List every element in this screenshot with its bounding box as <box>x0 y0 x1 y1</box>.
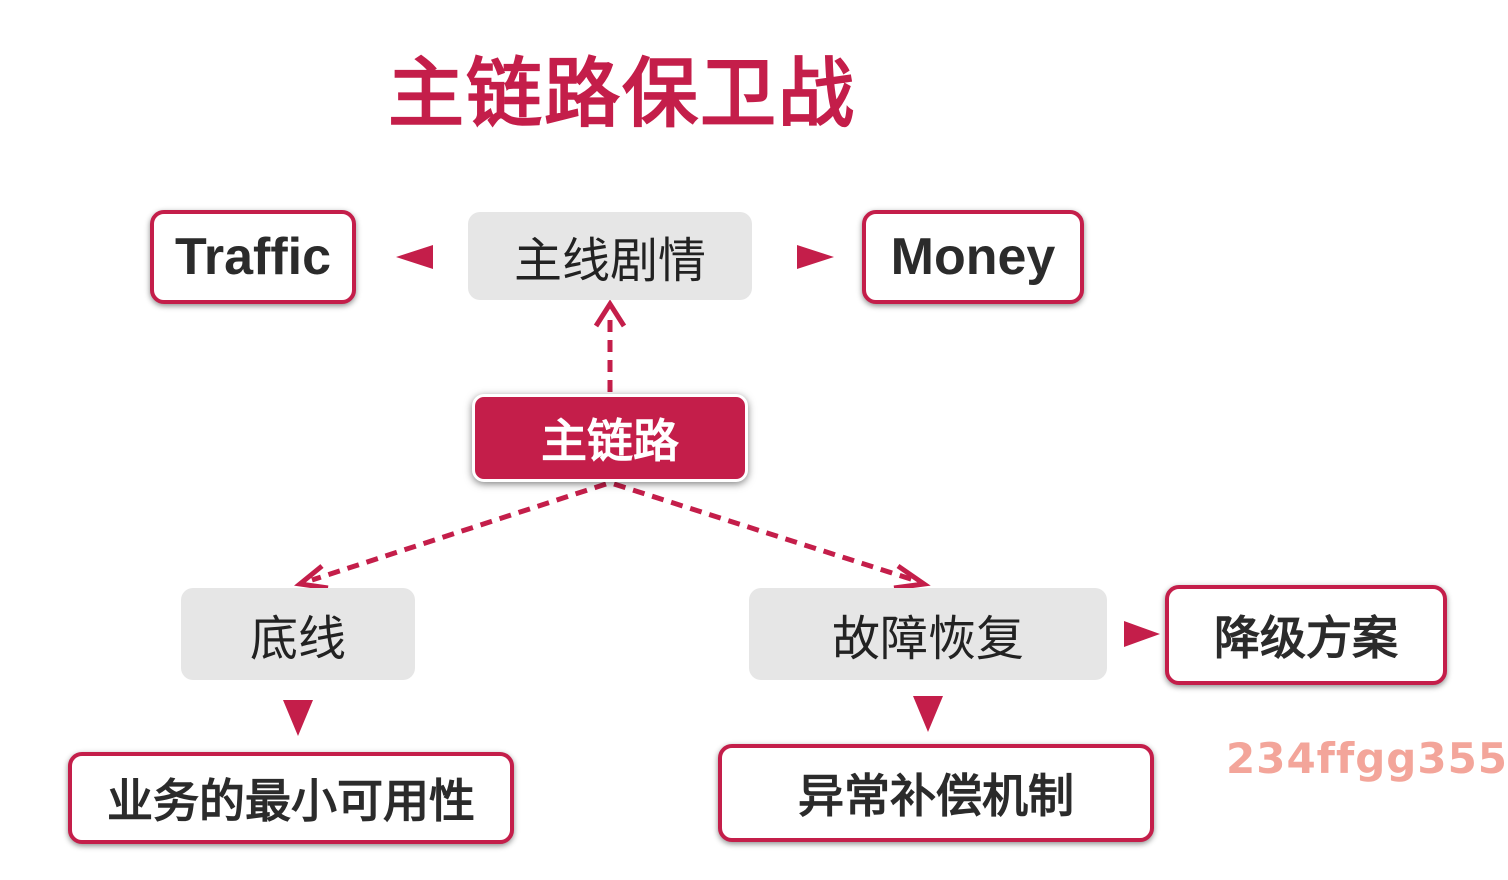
arrow-center-to-baseline <box>294 481 607 591</box>
node-traffic: Traffic <box>150 210 356 304</box>
node-degrade-plan: 降级方案 <box>1165 585 1447 685</box>
arrow-baseline-to-mvp <box>278 680 318 748</box>
node-storyline: 主线剧情 <box>468 212 752 300</box>
node-minimum-viability: 业务的最小可用性 <box>68 752 514 844</box>
arrow-to-traffic <box>384 240 450 274</box>
node-fault-recovery: 故障恢复 <box>749 588 1107 680</box>
node-exception-compensation: 异常补偿机制 <box>718 744 1154 842</box>
page-title: 主链路保卫战 <box>388 49 856 138</box>
node-baseline: 底线 <box>181 588 415 680</box>
watermark-text: 234ffgg355 <box>1226 734 1508 783</box>
node-main-link: 主链路 <box>472 394 748 482</box>
arrow-recovery-to-degrade <box>1108 616 1170 652</box>
arrow-center-to-storyline <box>593 299 627 392</box>
arrow-recovery-to-compensation <box>908 680 948 744</box>
arrow-to-money <box>770 240 846 274</box>
node-money: Money <box>862 210 1084 304</box>
arrow-center-to-recovery <box>613 481 931 591</box>
